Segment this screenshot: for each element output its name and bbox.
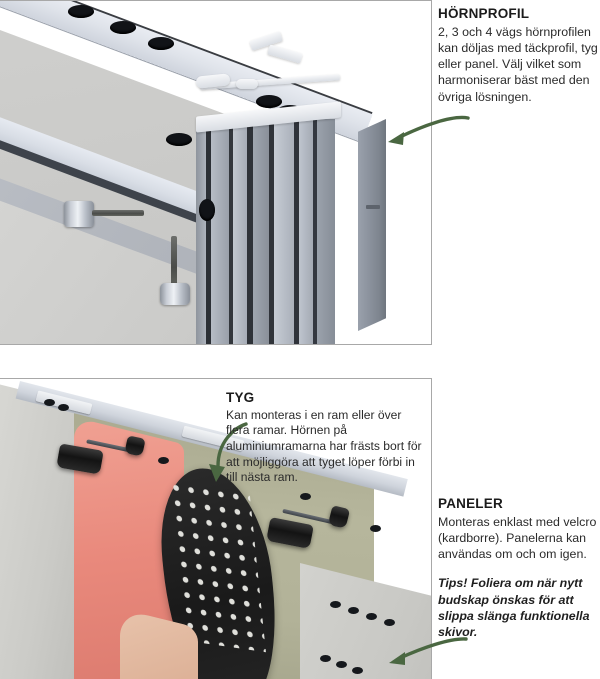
extrusion-groove <box>206 119 211 344</box>
heading-paneler: PANELER <box>438 496 503 511</box>
extrusion-strip <box>253 119 269 344</box>
cover-profile-slot <box>366 205 380 209</box>
extrusion-strip <box>196 119 206 344</box>
frame-hole <box>352 667 363 674</box>
body-tyg: Kan monteras i en ram eller över flera r… <box>226 407 422 485</box>
frame-hole <box>370 525 381 532</box>
frame-right-wing <box>300 563 431 679</box>
thumb-screw-shaft-horizontal <box>92 210 144 216</box>
cover-profile-piece <box>358 119 386 331</box>
frame-hole <box>158 457 169 464</box>
illustration-corner-profile <box>0 0 432 345</box>
tip-paneler: Tips! Foliera om när nytt budskap önskas… <box>438 576 590 640</box>
heading-hornprofil: HÖRNPROFIL <box>438 6 530 21</box>
bottom-photo-stage <box>0 379 431 679</box>
frame-hole <box>348 607 359 614</box>
frame-hole <box>330 601 341 608</box>
illustration-fabric-mounting <box>0 378 432 679</box>
rail-hole <box>166 133 192 146</box>
extrusion-groove <box>247 119 253 344</box>
frame-hole <box>44 399 55 406</box>
top-render-stage <box>0 1 431 344</box>
extrusion-strip <box>299 119 313 344</box>
extrusion-groove <box>294 119 299 344</box>
body-paneler: Monteras enklast med velcro (kardborre).… <box>438 514 597 562</box>
rail-hole <box>256 95 282 108</box>
extrusion-strip <box>274 119 294 344</box>
connector-boss <box>236 79 258 89</box>
heading-tyg: TYG <box>226 390 255 405</box>
thumb-screw-shaft-vertical <box>171 236 177 288</box>
thumb-screw-head-vertical <box>160 283 190 305</box>
callout-text-hornprofil: HÖRNPROFIL 2, 3 och 4 vägs hörnprofilen … <box>438 6 598 105</box>
frame-fixing-hole <box>199 199 215 221</box>
extrusion-strip <box>317 119 335 344</box>
rail-hole <box>110 21 136 34</box>
extrusion-strip <box>233 119 247 344</box>
rail-hole <box>68 5 94 18</box>
thumb-screw-head-horizontal <box>64 201 94 227</box>
extrusion-groove <box>269 119 274 344</box>
extrusion-groove <box>313 119 317 344</box>
frame-hole <box>320 655 331 662</box>
frame-left-post <box>0 384 74 679</box>
callout-text-tyg: TYG Kan monteras i en ram eller över fle… <box>226 390 422 486</box>
frame-hole <box>384 619 395 626</box>
rail-hole <box>148 37 174 50</box>
frame-hole <box>58 404 69 411</box>
frame-hole <box>336 661 347 668</box>
frame-hole <box>300 493 311 500</box>
connector-plate <box>267 44 303 64</box>
frame-hole <box>366 613 377 620</box>
body-hornprofil: 2, 3 och 4 vägs hörnprofilen kan döljas … <box>438 24 598 104</box>
extrusion-strip <box>211 119 229 344</box>
callout-text-paneler: PANELER Monteras enklast med velcro (kar… <box>438 496 598 640</box>
extrusion-groove <box>229 119 233 344</box>
